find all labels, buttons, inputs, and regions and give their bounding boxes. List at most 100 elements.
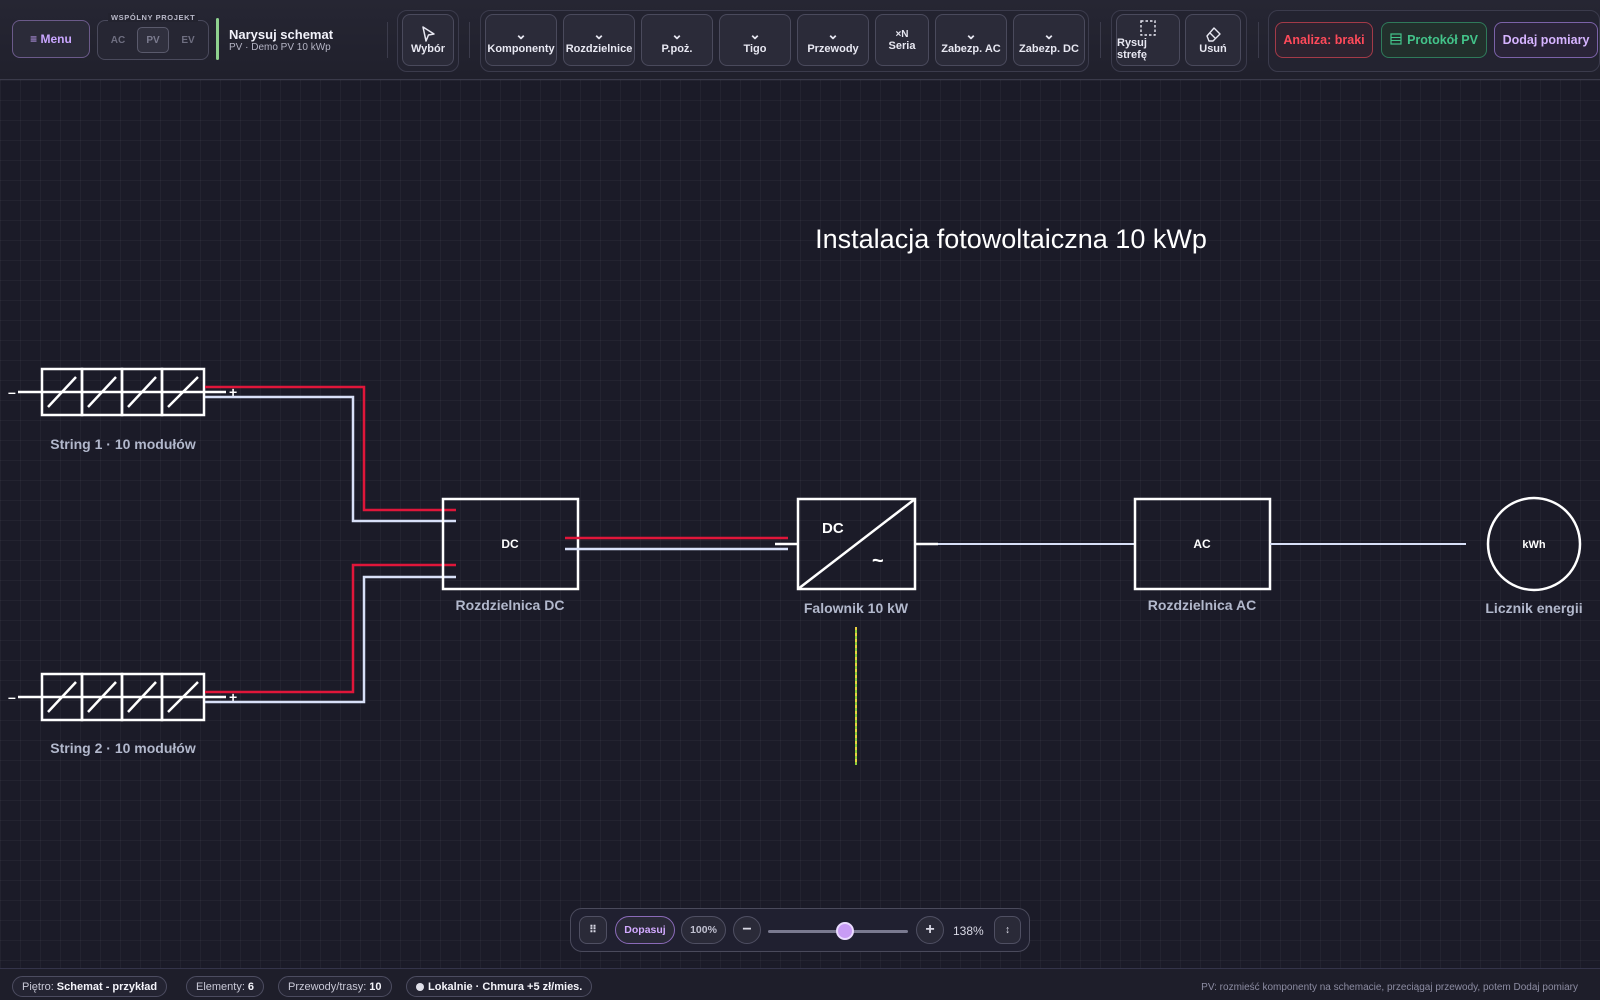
delete-button[interactable]: Usuń (1185, 14, 1241, 66)
diagram-title: Instalacja fotowoltaiczna 10 kWp (815, 224, 1207, 254)
chevron-down-icon: ⌄ (827, 26, 839, 42)
energy-meter[interactable] (1486, 496, 1582, 592)
protocol-button-label: Protokół PV (1407, 33, 1478, 47)
series-button[interactable]: ×N Seria (875, 14, 929, 66)
switchboards-dropdown-label: Rozdzielnice (565, 43, 633, 55)
menu-button[interactable]: ≡ Menu (12, 20, 90, 58)
dc-switchboard-text: DC (501, 537, 519, 551)
string-1-label: String 1 · 10 modułów (50, 436, 196, 452)
analysis-button[interactable]: Analiza: braki (1275, 22, 1373, 58)
zoom-slider-knob[interactable] (836, 922, 854, 940)
storage-status-label: Lokalnie · Chmura +5 zł/mies. (428, 980, 583, 993)
page-title: Narysuj schemat (229, 27, 334, 42)
tigo-dropdown[interactable]: ⌄ Tigo (719, 14, 791, 66)
project-group-label: WSPÓLNY PROJEKT (108, 13, 199, 22)
status-dot-icon (416, 982, 424, 991)
zoom-reset-button[interactable]: 100% (681, 916, 726, 944)
chevron-down-icon: ⌄ (965, 26, 977, 42)
top-toolbar: ≡ Menu WSPÓLNY PROJEKT AC PV EV Narysuj … (0, 0, 1600, 80)
chevron-down-icon: ⌄ (671, 26, 683, 42)
string-2-label: String 2 · 10 modułów (50, 740, 196, 756)
elements-count-value: 6 (247, 980, 255, 993)
divider (387, 22, 388, 58)
multiply-icon: ×N (895, 28, 909, 40)
chevron-down-icon: ⌄ (593, 26, 605, 42)
zoom-out-button[interactable]: − (733, 916, 761, 944)
fit-button[interactable]: Dopasuj (615, 916, 675, 944)
wire-string1-positive[interactable] (205, 385, 456, 512)
add-measurements-label: Dodaj pomiary (1502, 33, 1590, 47)
pv-string-2[interactable] (18, 672, 226, 722)
inverter-dc-label: DC (822, 520, 844, 537)
switchboards-dropdown[interactable]: ⌄ Rozdzielnice (563, 14, 635, 66)
title-accent (216, 18, 219, 60)
zoom-level: 138% (953, 924, 984, 938)
ac-switchboard-text: AC (1193, 537, 1211, 551)
project-tab-ac[interactable]: AC (110, 34, 126, 46)
floor-status-value: Schemat - przykład (56, 980, 158, 993)
fire-protection-dropdown-label: P.poż. (661, 43, 693, 55)
analysis-button-label: Analiza: braki (1283, 33, 1365, 47)
inverter-diagonal (797, 498, 916, 590)
wires-count: Przewody/trasy:10 (278, 976, 392, 997)
draw-zone-label: Rysuj strefę (1117, 37, 1147, 61)
dc-switchboard-label: Rozdzielnica DC (456, 597, 565, 613)
energy-meter-text: kWh (1522, 539, 1546, 551)
wire-string1-negative[interactable] (205, 395, 456, 523)
zoom-in-button[interactable]: + (916, 916, 944, 944)
string-2-plus: + (229, 689, 237, 705)
add-measurements-button[interactable]: Dodaj pomiary (1494, 22, 1598, 58)
table-icon (1390, 32, 1402, 48)
dc-protection-dropdown-label: Zabezp. DC (1019, 43, 1079, 55)
ac-protection-dropdown[interactable]: ⌄ Zabezp. AC (935, 14, 1007, 66)
help-hint: PV: rozmieść komponenty na schemacie, pr… (1201, 982, 1578, 993)
chevron-down-icon: ⌄ (1043, 26, 1055, 42)
dashed-rect-icon (1139, 19, 1157, 37)
divider (1100, 22, 1101, 58)
project-subtitle: PV · Demo PV 10 kWp (229, 42, 331, 53)
project-tab-ev[interactable]: EV (181, 34, 195, 46)
fire-protection-dropdown[interactable]: ⌄ P.poż. (641, 14, 713, 66)
divider (469, 22, 470, 58)
protocol-button[interactable]: Protokół PV (1381, 22, 1487, 58)
components-dropdown-label: Komponenty (487, 43, 555, 55)
chevron-down-icon: ⌄ (515, 26, 527, 42)
chevron-down-icon: ⌄ (749, 26, 761, 42)
energy-meter-label: Licznik energii (1485, 600, 1582, 616)
dc-switchboard[interactable] (441, 497, 580, 591)
dc-protection-dropdown[interactable]: ⌄ Zabezp. DC (1013, 14, 1085, 66)
wires-count-key: Przewody/trasy: (288, 980, 367, 993)
status-bar: Piętro:Schemat - przykład Elementy:6 Prz… (0, 968, 1600, 1000)
wire-string2-negative[interactable] (205, 575, 456, 704)
schematic-canvas[interactable]: Instalacja fotowoltaiczna 10 kWp – + Str… (0, 80, 1600, 968)
schematic-diagram[interactable]: Instalacja fotowoltaiczna 10 kWp – + Str… (0, 80, 1600, 968)
elements-count-key: Elementy: (196, 980, 245, 993)
string-1-plus: + (229, 384, 237, 400)
string-1-minus: – (8, 384, 16, 400)
pv-string-1[interactable] (18, 367, 226, 417)
tigo-dropdown-label: Tigo (743, 43, 767, 55)
wire-string2-positive[interactable] (205, 563, 456, 694)
expand-vertical-icon[interactable]: ↕ (994, 916, 1021, 944)
drag-handle-icon[interactable]: ⠿ (579, 916, 607, 944)
wires-dropdown-label: Przewody (807, 43, 859, 55)
draw-zone-button[interactable]: Rysuj strefę (1116, 14, 1180, 66)
elements-count: Elementy:6 (186, 976, 265, 997)
ac-switchboard-label: Rozdzielnica AC (1148, 597, 1256, 613)
inverter-ac-symbol: ~ (872, 550, 884, 572)
cursor-icon (419, 25, 437, 43)
series-button-label: Seria (888, 39, 916, 52)
wires-dropdown[interactable]: ⌄ Przewody (797, 14, 869, 66)
floor-status[interactable]: Piętro:Schemat - przykład (12, 976, 168, 997)
eraser-icon (1204, 25, 1222, 43)
select-button-label: Wybór (410, 43, 446, 55)
inverter-label: Falownik 10 kW (804, 600, 909, 616)
components-dropdown[interactable]: ⌄ Komponenty (485, 14, 557, 66)
floor-status-key: Piętro: (22, 980, 54, 993)
select-button[interactable]: Wybór (402, 14, 454, 66)
project-tab-pv[interactable]: PV (137, 27, 169, 53)
zoom-control: ⠿ Dopasuj 100% − + 138% ↕ (570, 908, 1030, 952)
storage-status[interactable]: Lokalnie · Chmura +5 zł/mies. (406, 976, 593, 997)
string-2-minus: – (8, 689, 16, 705)
ac-protection-dropdown-label: Zabezp. AC (941, 43, 1001, 55)
